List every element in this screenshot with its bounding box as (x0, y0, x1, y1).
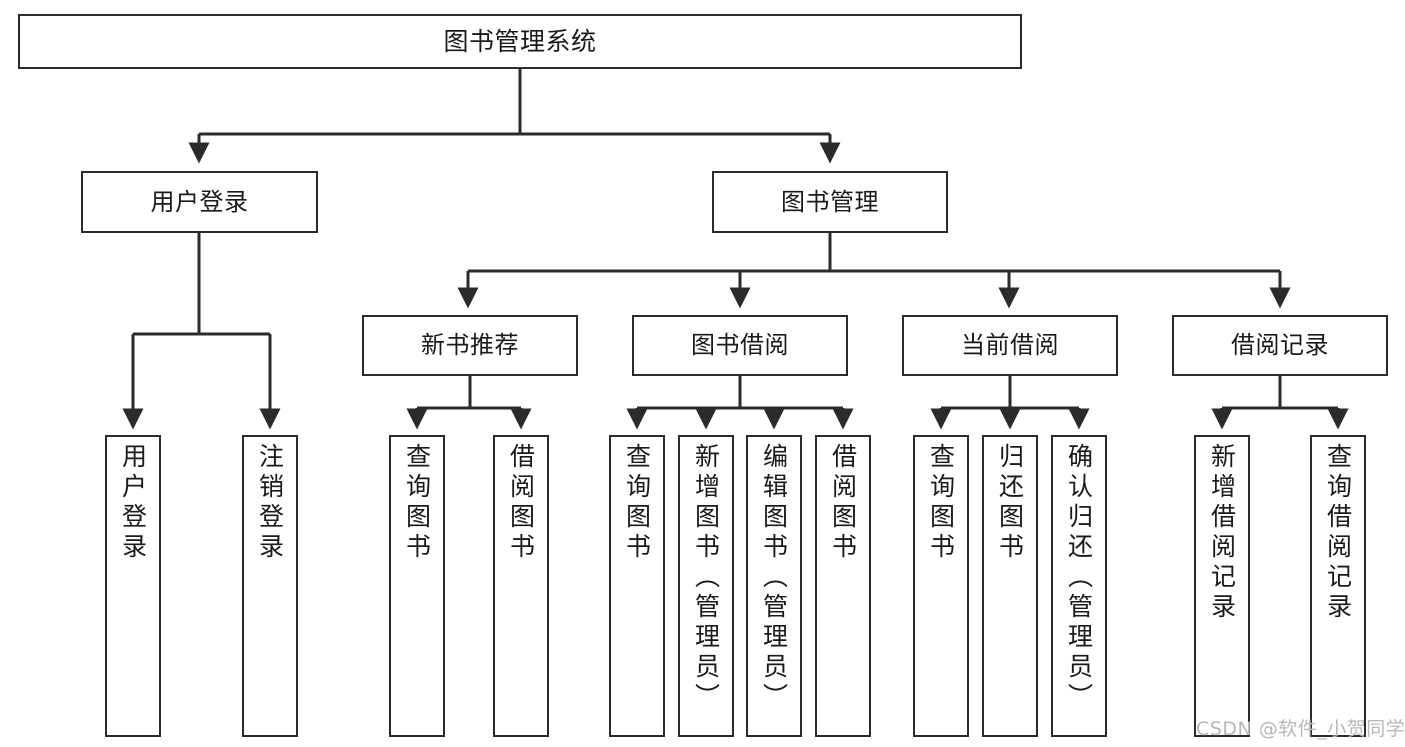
node-label: 用户登录 (150, 187, 249, 216)
node-label: 查询图书 (622, 443, 652, 563)
node-current-borrowing[interactable]: 当前借阅 (902, 315, 1118, 376)
node-new-book-recommendation[interactable]: 新书推荐 (362, 315, 578, 376)
node-borrowing-records[interactable]: 借阅记录 (1172, 315, 1388, 376)
node-label: 编辑图书（管理员） (759, 443, 789, 713)
leaf-borrow-books[interactable]: 借阅图书 (815, 435, 871, 737)
node-label: 确认归还（管理员） (1064, 443, 1094, 713)
node-label: 新增图书（管理员） (691, 443, 721, 713)
leaf-user-login[interactable]: 用户登录 (105, 435, 161, 737)
leaf-query-books-recommend[interactable]: 查询图书 (389, 435, 445, 737)
leaf-borrow-books-recommend[interactable]: 借阅图书 (493, 435, 549, 737)
node-label: 新书推荐 (421, 331, 519, 360)
leaf-confirm-return-admin[interactable]: 确认归还（管理员） (1051, 435, 1107, 737)
node-label: 借阅图书 (828, 443, 858, 563)
node-label: 图书管理系统 (443, 26, 597, 56)
node-label: 图书借阅 (691, 331, 789, 360)
leaf-return-books[interactable]: 归还图书 (982, 435, 1038, 737)
leaf-edit-book-admin[interactable]: 编辑图书（管理员） (746, 435, 802, 737)
node-label: 归还图书 (995, 443, 1025, 563)
node-label: 查询借阅记录 (1323, 443, 1353, 623)
leaf-add-borrow-record[interactable]: 新增借阅记录 (1194, 435, 1250, 737)
node-label: 借阅记录 (1231, 331, 1329, 360)
leaf-add-book-admin[interactable]: 新增图书（管理员） (678, 435, 734, 737)
watermark-text: CSDN @软件_小贺同学 (1196, 718, 1405, 740)
leaf-query-books-borrow[interactable]: 查询图书 (609, 435, 665, 737)
node-label: 注销登录 (255, 443, 285, 563)
node-book-management[interactable]: 图书管理 (712, 171, 948, 233)
node-label: 图书管理 (781, 187, 879, 216)
node-label: 用户登录 (118, 443, 148, 563)
node-label: 借阅图书 (506, 443, 536, 563)
node-label: 查询图书 (402, 443, 432, 563)
leaf-logout[interactable]: 注销登录 (242, 435, 298, 737)
node-label: 当前借阅 (961, 331, 1059, 360)
node-user-login[interactable]: 用户登录 (81, 171, 318, 233)
node-book-borrowing[interactable]: 图书借阅 (632, 315, 848, 376)
node-label: 新增借阅记录 (1207, 443, 1237, 623)
node-root-book-management-system[interactable]: 图书管理系统 (18, 14, 1022, 69)
leaf-query-borrow-record[interactable]: 查询借阅记录 (1310, 435, 1366, 737)
node-label: 查询图书 (926, 443, 956, 563)
leaf-query-books-current[interactable]: 查询图书 (913, 435, 969, 737)
